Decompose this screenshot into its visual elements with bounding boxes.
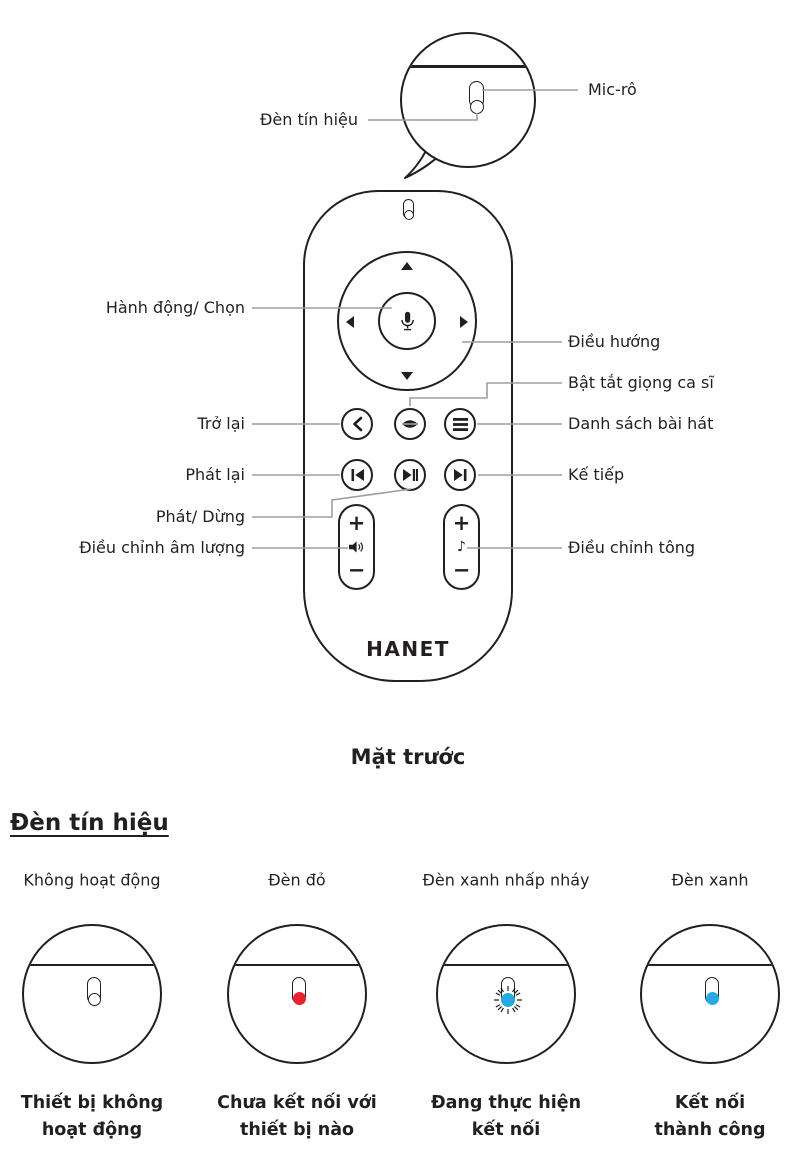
skip-next-icon [453,469,466,481]
action-select-button [378,292,436,350]
label-song-list: Danh sách bài hát [568,413,714,433]
arrow-up-icon [401,262,413,270]
vocal-toggle-button [394,408,426,440]
menu-icon [452,417,468,431]
label-replay: Phát lại [185,464,245,484]
led-red [292,992,306,1005]
nav-ring [337,251,477,391]
volume-icon [349,541,363,553]
volume-rocker: + − [338,504,375,590]
state-circle-off [22,924,162,1064]
top-edge-line [438,964,574,966]
lips-icon [402,420,418,428]
remote-signal-led [403,210,414,220]
led-blue [705,992,719,1005]
arrow-left-icon [346,316,354,328]
tone-rocker: + ♪ − [443,504,480,590]
label-tone: Điều chỉnh tông [568,537,696,557]
label-next: Kế tiếp [568,464,625,484]
remote-top-edge-line [402,65,534,68]
state-circle-blue-blinking [436,924,576,1064]
top-edge-line [642,964,778,966]
remote-top-detail-circle [400,32,536,168]
arrow-right-icon [460,316,468,328]
back-button [341,408,373,440]
volume-plus: + [347,511,366,535]
state-circle-blue [640,924,780,1064]
arrow-down-icon [401,372,413,380]
label-back: Trở lại [197,413,245,433]
label-action-select: Hành động/ Chọn [105,297,245,317]
label-volume: Điều chỉnh âm lượng [79,537,245,557]
label-play-pause: Phát/ Dừng [155,506,245,526]
skip-back-icon [351,469,364,481]
top-edge-line [229,964,365,966]
state-circle-red [227,924,367,1064]
note-icon: ♪ [457,539,466,555]
label-vocal-toggle: Bật tắt giọng ca sĩ [568,372,714,392]
tone-plus: + [452,511,471,535]
song-list-button [444,408,476,440]
tone-minus: − [452,558,471,582]
top-edge-line [24,964,160,966]
led-off [87,993,101,1006]
brand-logo: HANET [366,637,450,661]
play-pause-icon [402,469,418,481]
led-section-heading: Đèn tín hiệu [10,810,169,836]
mic-label: Mic-rô [588,79,637,99]
signal-led [469,100,484,114]
led-blue-blinking [494,986,522,1014]
next-button [444,459,476,491]
state-label: Không hoạt động [23,870,161,890]
replay-button [341,459,373,491]
volume-minus: − [347,558,366,582]
front-view-caption: Mặt trước [350,745,466,769]
label-navigation: Điều hướng [568,331,661,351]
signal-led-label: Đèn tín hiệu [260,109,358,129]
chevron-left-icon [352,416,362,432]
mic-icon [400,311,414,330]
state-label: Đèn xanh nhấp nháy [422,870,590,890]
play-pause-button [394,459,426,491]
state-label: Đèn đỏ [268,870,326,890]
state-label: Đèn xanh [671,870,749,890]
